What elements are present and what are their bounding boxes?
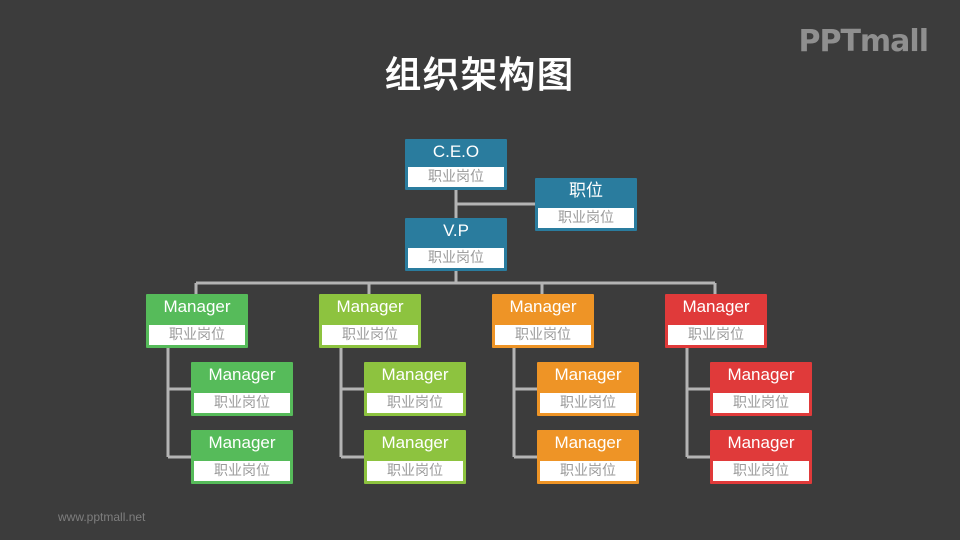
node-role: 职业岗位	[540, 461, 636, 481]
node-name: Manager	[336, 297, 404, 316]
node-name: Manager	[208, 433, 276, 452]
manager-node-4[interactable]: Manager 职业岗位	[665, 294, 767, 348]
node-role: 职业岗位	[540, 393, 636, 413]
node-role: 职业岗位	[713, 393, 809, 413]
node-name: Manager	[554, 365, 622, 384]
node-name: Manager	[727, 365, 795, 384]
ceo-node[interactable]: C.E.O 职业岗位	[405, 139, 507, 190]
node-role: 职业岗位	[408, 248, 504, 268]
node-name: Manager	[727, 433, 795, 452]
node-name: 职位	[569, 181, 603, 200]
node-name: Manager	[163, 297, 231, 316]
node-name: C.E.O	[432, 142, 480, 161]
node-role: 职业岗位	[367, 393, 463, 413]
node-name: Manager	[381, 433, 449, 452]
report-node-3-2[interactable]: Manager 职业岗位	[537, 430, 639, 484]
node-role: 职业岗位	[194, 393, 290, 413]
vp-node[interactable]: V.P 职业岗位	[405, 218, 507, 271]
report-node-1-1[interactable]: Manager 职业岗位	[191, 362, 293, 416]
node-role: 职业岗位	[408, 167, 504, 187]
node-role: 职业岗位	[322, 325, 418, 345]
node-role: 职业岗位	[495, 325, 591, 345]
node-role: 职业岗位	[713, 461, 809, 481]
node-role: 职业岗位	[538, 208, 634, 228]
report-node-2-2[interactable]: Manager 职业岗位	[364, 430, 466, 484]
footer-url: www.pptmall.net	[58, 510, 146, 524]
report-node-4-1[interactable]: Manager 职业岗位	[710, 362, 812, 416]
node-name: Manager	[208, 365, 276, 384]
node-name: V.P	[443, 221, 469, 240]
node-role: 职业岗位	[194, 461, 290, 481]
node-role: 职业岗位	[367, 461, 463, 481]
node-name: Manager	[554, 433, 622, 452]
node-role: 职业岗位	[149, 325, 245, 345]
node-name: Manager	[381, 365, 449, 384]
manager-node-1[interactable]: Manager 职业岗位	[146, 294, 248, 348]
report-node-4-2[interactable]: Manager 职业岗位	[710, 430, 812, 484]
assistant-node[interactable]: 职位 职业岗位	[535, 178, 637, 231]
slide-title: 组织架构图	[384, 55, 575, 96]
node-name: Manager	[682, 297, 750, 316]
manager-node-2[interactable]: Manager 职业岗位	[319, 294, 421, 348]
node-role: 职业岗位	[668, 325, 764, 345]
manager-node-3[interactable]: Manager 职业岗位	[492, 294, 594, 348]
node-name: Manager	[509, 297, 577, 316]
pptmall-logo: PPTmall	[798, 24, 929, 59]
report-node-3-1[interactable]: Manager 职业岗位	[537, 362, 639, 416]
report-node-2-1[interactable]: Manager 职业岗位	[364, 362, 466, 416]
report-node-1-2[interactable]: Manager 职业岗位	[191, 430, 293, 484]
